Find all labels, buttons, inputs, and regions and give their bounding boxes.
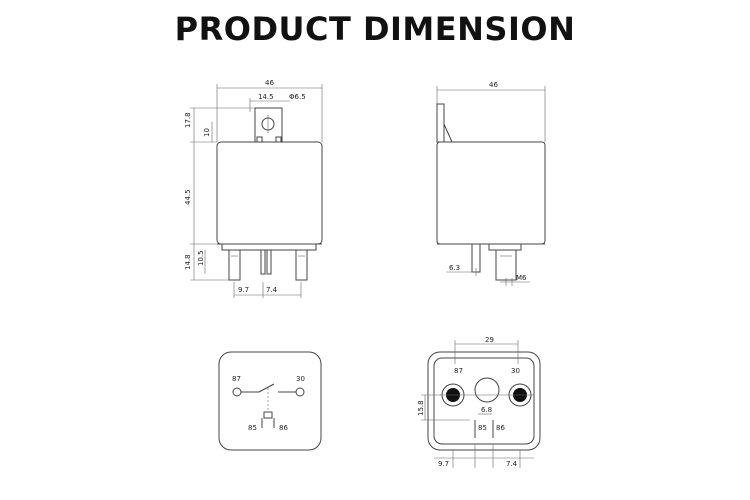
bottom-label-87: 87 xyxy=(454,367,463,375)
side-bolt-label: M6 xyxy=(516,274,527,282)
front-body-height-label: 44.5 xyxy=(184,189,192,205)
front-tab-height-label: 17.8 xyxy=(184,112,192,128)
schematic-label-87: 87 xyxy=(232,375,241,383)
schematic-label-85: 85 xyxy=(248,424,257,432)
front-view: 46 14.5 Φ6.5 17.8 10 44.5 xyxy=(184,79,323,298)
front-pin-height-label: 14.8 xyxy=(184,254,192,270)
front-pin-spacing-1: 9.7 xyxy=(238,286,249,294)
bottom-width-label: 29 xyxy=(485,336,494,344)
schematic-label-86: 86 xyxy=(279,424,288,432)
bottom-label-85: 85 xyxy=(478,424,487,432)
side-width-label: 46 xyxy=(489,81,498,89)
schematic-view: 87 30 85 86 xyxy=(218,351,322,451)
front-pin-inner-label: 10.5 xyxy=(197,250,205,266)
bottom-right-dim: 7.4 xyxy=(506,460,518,468)
front-hole-diameter-label: Φ6.5 xyxy=(289,93,306,101)
page-title: PRODUCT DIMENSION xyxy=(174,10,576,48)
side-view: 46 6.3 M6 xyxy=(436,81,546,286)
front-tab-offset-label: 14.5 xyxy=(258,93,274,101)
bottom-height-label: 15.8 xyxy=(417,400,425,416)
side-pin-width-label: 6.3 xyxy=(449,264,460,272)
schematic-label-30: 30 xyxy=(296,375,305,383)
bottom-center-spacing-label: 6.8 xyxy=(481,406,492,414)
bottom-view: 29 87 30 6.8 85 86 15.8 9.7 7.4 xyxy=(417,336,541,468)
front-tab-inner-label: 10 xyxy=(203,128,211,137)
bottom-label-30: 30 xyxy=(511,367,520,375)
front-pin-spacing-2: 7.4 xyxy=(266,286,278,294)
bottom-left-dim: 9.7 xyxy=(438,460,449,468)
bottom-label-86: 86 xyxy=(496,424,505,432)
front-width-label: 46 xyxy=(265,79,274,87)
